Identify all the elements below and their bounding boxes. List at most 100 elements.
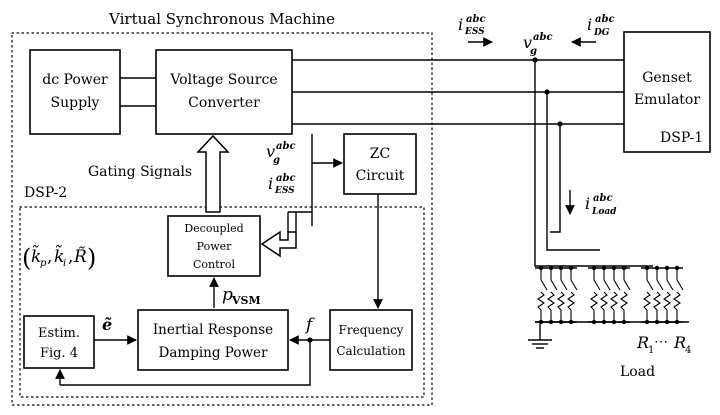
svg-text:abc: abc — [595, 14, 615, 25]
svg-text:g: g — [273, 155, 280, 166]
svg-text:⋯: ⋯ — [654, 334, 668, 350]
i-ess-meas-label: i abc ESS — [268, 173, 296, 196]
inertial-line1: Inertial Response — [153, 322, 273, 338]
estim-line1: Estim. — [38, 326, 80, 341]
svg-text:p: p — [40, 258, 47, 269]
load-resistor — [547, 291, 555, 311]
load-label: Load — [620, 364, 655, 380]
svg-text:Load: Load — [591, 207, 617, 217]
estim-block: Estim. Fig. 4 — [23, 315, 95, 369]
load-switch — [623, 279, 631, 291]
svg-text:R: R — [673, 333, 686, 352]
dc-power-line1: dc Power — [42, 72, 108, 88]
inertial-line2: Damping Power — [159, 345, 268, 361]
svg-text:k̃: k̃ — [31, 245, 41, 267]
r1-r4-label: R 1 ⋯ R 4 — [636, 333, 691, 356]
load-switch — [646, 279, 654, 291]
svg-text:ESS: ESS — [274, 186, 295, 196]
estimated-params: ( k̃ p , k̃ i , R̃ ) — [22, 244, 96, 272]
load-switch — [593, 279, 601, 291]
decoupled-power-control-block: Decoupled Power Control — [167, 215, 261, 277]
freq-line1: Frequency — [339, 323, 404, 337]
svg-text:k̃: k̃ — [54, 245, 64, 267]
decoupled-line1: Decoupled — [184, 222, 243, 235]
load-resistor — [537, 291, 545, 311]
svg-text:abc: abc — [276, 173, 296, 184]
svg-text:1: 1 — [648, 345, 654, 356]
ground-symbol — [528, 326, 552, 349]
f-label: f — [304, 315, 315, 335]
gating-label: Gating Signals — [88, 164, 192, 180]
load-switch — [550, 279, 558, 291]
e-tilde-label: ẽ — [102, 315, 112, 334]
decoupled-line2: Power — [197, 240, 233, 253]
v-g-meas-label: v abc g — [266, 141, 296, 166]
genset-line1: Genset — [642, 70, 692, 86]
load-resistor — [590, 291, 598, 311]
svg-text:4: 4 — [685, 345, 691, 356]
load-resistor — [673, 291, 681, 311]
svg-text:i: i — [268, 174, 273, 193]
load-switch — [540, 279, 548, 291]
svg-text:i: i — [587, 15, 592, 34]
svg-text:abc: abc — [276, 141, 296, 152]
vsc-block: Voltage Source Converter — [155, 49, 293, 135]
load-switch — [560, 279, 568, 291]
p-vsm-label: p VSM — [222, 285, 261, 307]
i-dg-label: i abc DG — [587, 14, 615, 38]
svg-text:): ) — [87, 244, 96, 272]
load-resistor — [600, 291, 608, 311]
svg-text:R: R — [636, 333, 649, 352]
vsm-title: Virtual Synchronous Machine — [108, 10, 335, 28]
freq-line2: Calculation — [336, 344, 406, 358]
decoupled-line3: Control — [193, 258, 235, 271]
load-switch — [676, 279, 684, 291]
gating-arrow — [196, 134, 230, 213]
svg-text:,: , — [68, 247, 73, 267]
frequency-calc-block: Frequency Calculation — [329, 309, 413, 371]
svg-text:abc: abc — [533, 32, 553, 43]
dc-power-line2: Supply — [51, 95, 100, 111]
load-resistor — [653, 291, 661, 311]
svg-text:p: p — [222, 285, 233, 305]
svg-text:R̃: R̃ — [73, 247, 87, 267]
zc-line2: Circuit — [356, 168, 405, 184]
svg-text:g: g — [530, 46, 537, 57]
svg-text:v: v — [523, 33, 532, 52]
vsc-line2: Converter — [188, 95, 260, 111]
svg-text:abc: abc — [466, 14, 486, 25]
dc-power-supply-block: dc Power Supply — [29, 49, 121, 135]
load-resistor — [567, 291, 575, 311]
f-feedback — [60, 340, 311, 386]
load-switch — [613, 279, 621, 291]
resistor-bank — [535, 265, 689, 326]
vsc-line1: Voltage Source — [169, 72, 277, 88]
v-g-label: v abc g — [523, 32, 553, 57]
load-switch — [603, 279, 611, 291]
estim-line2: Fig. 4 — [40, 346, 78, 361]
dsp1-label: DSP-1 — [660, 130, 703, 146]
i-load-label: i abc Load — [585, 193, 617, 217]
load-resistor — [610, 291, 618, 311]
svg-text:VSM: VSM — [231, 294, 261, 307]
vsm-boundary — [11, 32, 433, 406]
zc-circuit-block: ZC Circuit — [343, 133, 417, 195]
load-resistor — [620, 291, 628, 311]
svg-text:,: , — [47, 247, 52, 267]
genset-emulator-block: Genset Emulator DSP-1 — [623, 31, 711, 153]
load-resistor — [663, 291, 671, 311]
dsp2-label: DSP-2 — [24, 185, 67, 201]
load-switch — [656, 279, 664, 291]
svg-text:DG: DG — [593, 28, 610, 38]
inertial-response-block: Inertial Response Damping Power — [137, 309, 289, 371]
meas-to-dpc-arrow — [260, 230, 297, 258]
svg-text:i: i — [585, 194, 590, 213]
load-switch — [570, 279, 578, 291]
svg-text:abc: abc — [593, 193, 613, 204]
load-resistor — [557, 291, 565, 311]
dsp2-boundary — [19, 206, 425, 398]
svg-text:v: v — [266, 142, 275, 161]
load-switch — [666, 279, 674, 291]
